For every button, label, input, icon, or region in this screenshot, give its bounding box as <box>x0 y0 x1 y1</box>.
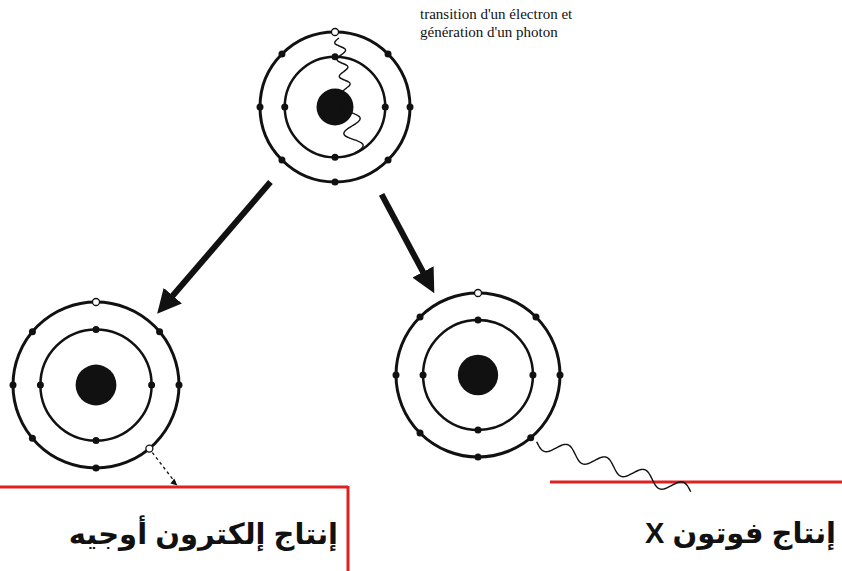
inner-shell <box>40 329 151 440</box>
electron <box>385 50 392 57</box>
electron <box>93 465 100 472</box>
process-caption: transition d'un électron et génération d… <box>420 5 595 41</box>
electron <box>332 179 339 186</box>
electron <box>176 382 183 389</box>
electron <box>557 372 564 379</box>
electron <box>385 157 392 164</box>
electron <box>29 328 36 335</box>
atom-shape <box>11 300 181 470</box>
outer-shell <box>396 293 560 457</box>
process-arrow <box>382 194 426 276</box>
electron <box>29 435 36 442</box>
nucleus <box>317 89 354 126</box>
electron <box>156 328 163 335</box>
electron <box>527 434 534 441</box>
outer-shell <box>13 302 179 468</box>
vacancy <box>332 29 339 36</box>
electron <box>148 382 155 389</box>
atom-diagram: transition d'un électron et génération d… <box>258 30 412 184</box>
auger-electron-path <box>152 453 175 483</box>
electron <box>529 372 536 379</box>
nucleus <box>458 355 498 395</box>
electron <box>37 382 44 389</box>
electron <box>278 50 285 57</box>
electron <box>332 154 339 161</box>
transition-wave <box>335 38 350 97</box>
red-rule <box>550 481 842 484</box>
red-rule <box>347 486 350 571</box>
electron <box>420 372 427 379</box>
electron <box>407 104 414 111</box>
electron <box>93 437 100 444</box>
process-arrow <box>170 182 271 299</box>
vacancy <box>93 299 100 306</box>
electron <box>278 157 285 164</box>
electron <box>475 426 482 433</box>
atom-shape <box>394 291 562 459</box>
electron <box>393 372 400 379</box>
electron <box>382 104 389 111</box>
electron <box>475 454 482 461</box>
red-rule <box>0 486 348 489</box>
inner-shell <box>285 57 386 158</box>
inner-shell <box>423 320 533 430</box>
auger-arrowhead <box>170 479 177 486</box>
result-caption: إنتاج فوتون X <box>600 513 836 553</box>
atom-diagram: إنتاج إلكترون أوجيه <box>11 300 181 470</box>
atom-diagram: إنتاج فوتون X <box>394 291 562 459</box>
electron <box>93 326 100 333</box>
atom-shape <box>258 30 412 184</box>
electron <box>257 104 264 111</box>
electron <box>475 317 482 324</box>
vacancy <box>146 445 153 452</box>
vacancy <box>475 290 482 297</box>
outer-shell <box>260 32 410 182</box>
electron <box>417 429 424 436</box>
electron <box>281 104 288 111</box>
electron <box>532 314 539 321</box>
result-caption: إنتاج إلكترون أوجيه <box>0 514 338 554</box>
nucleus <box>76 365 117 406</box>
electron <box>417 314 424 321</box>
electron <box>10 382 17 389</box>
x-photon-wave <box>537 442 691 492</box>
photon-wave <box>341 99 363 153</box>
